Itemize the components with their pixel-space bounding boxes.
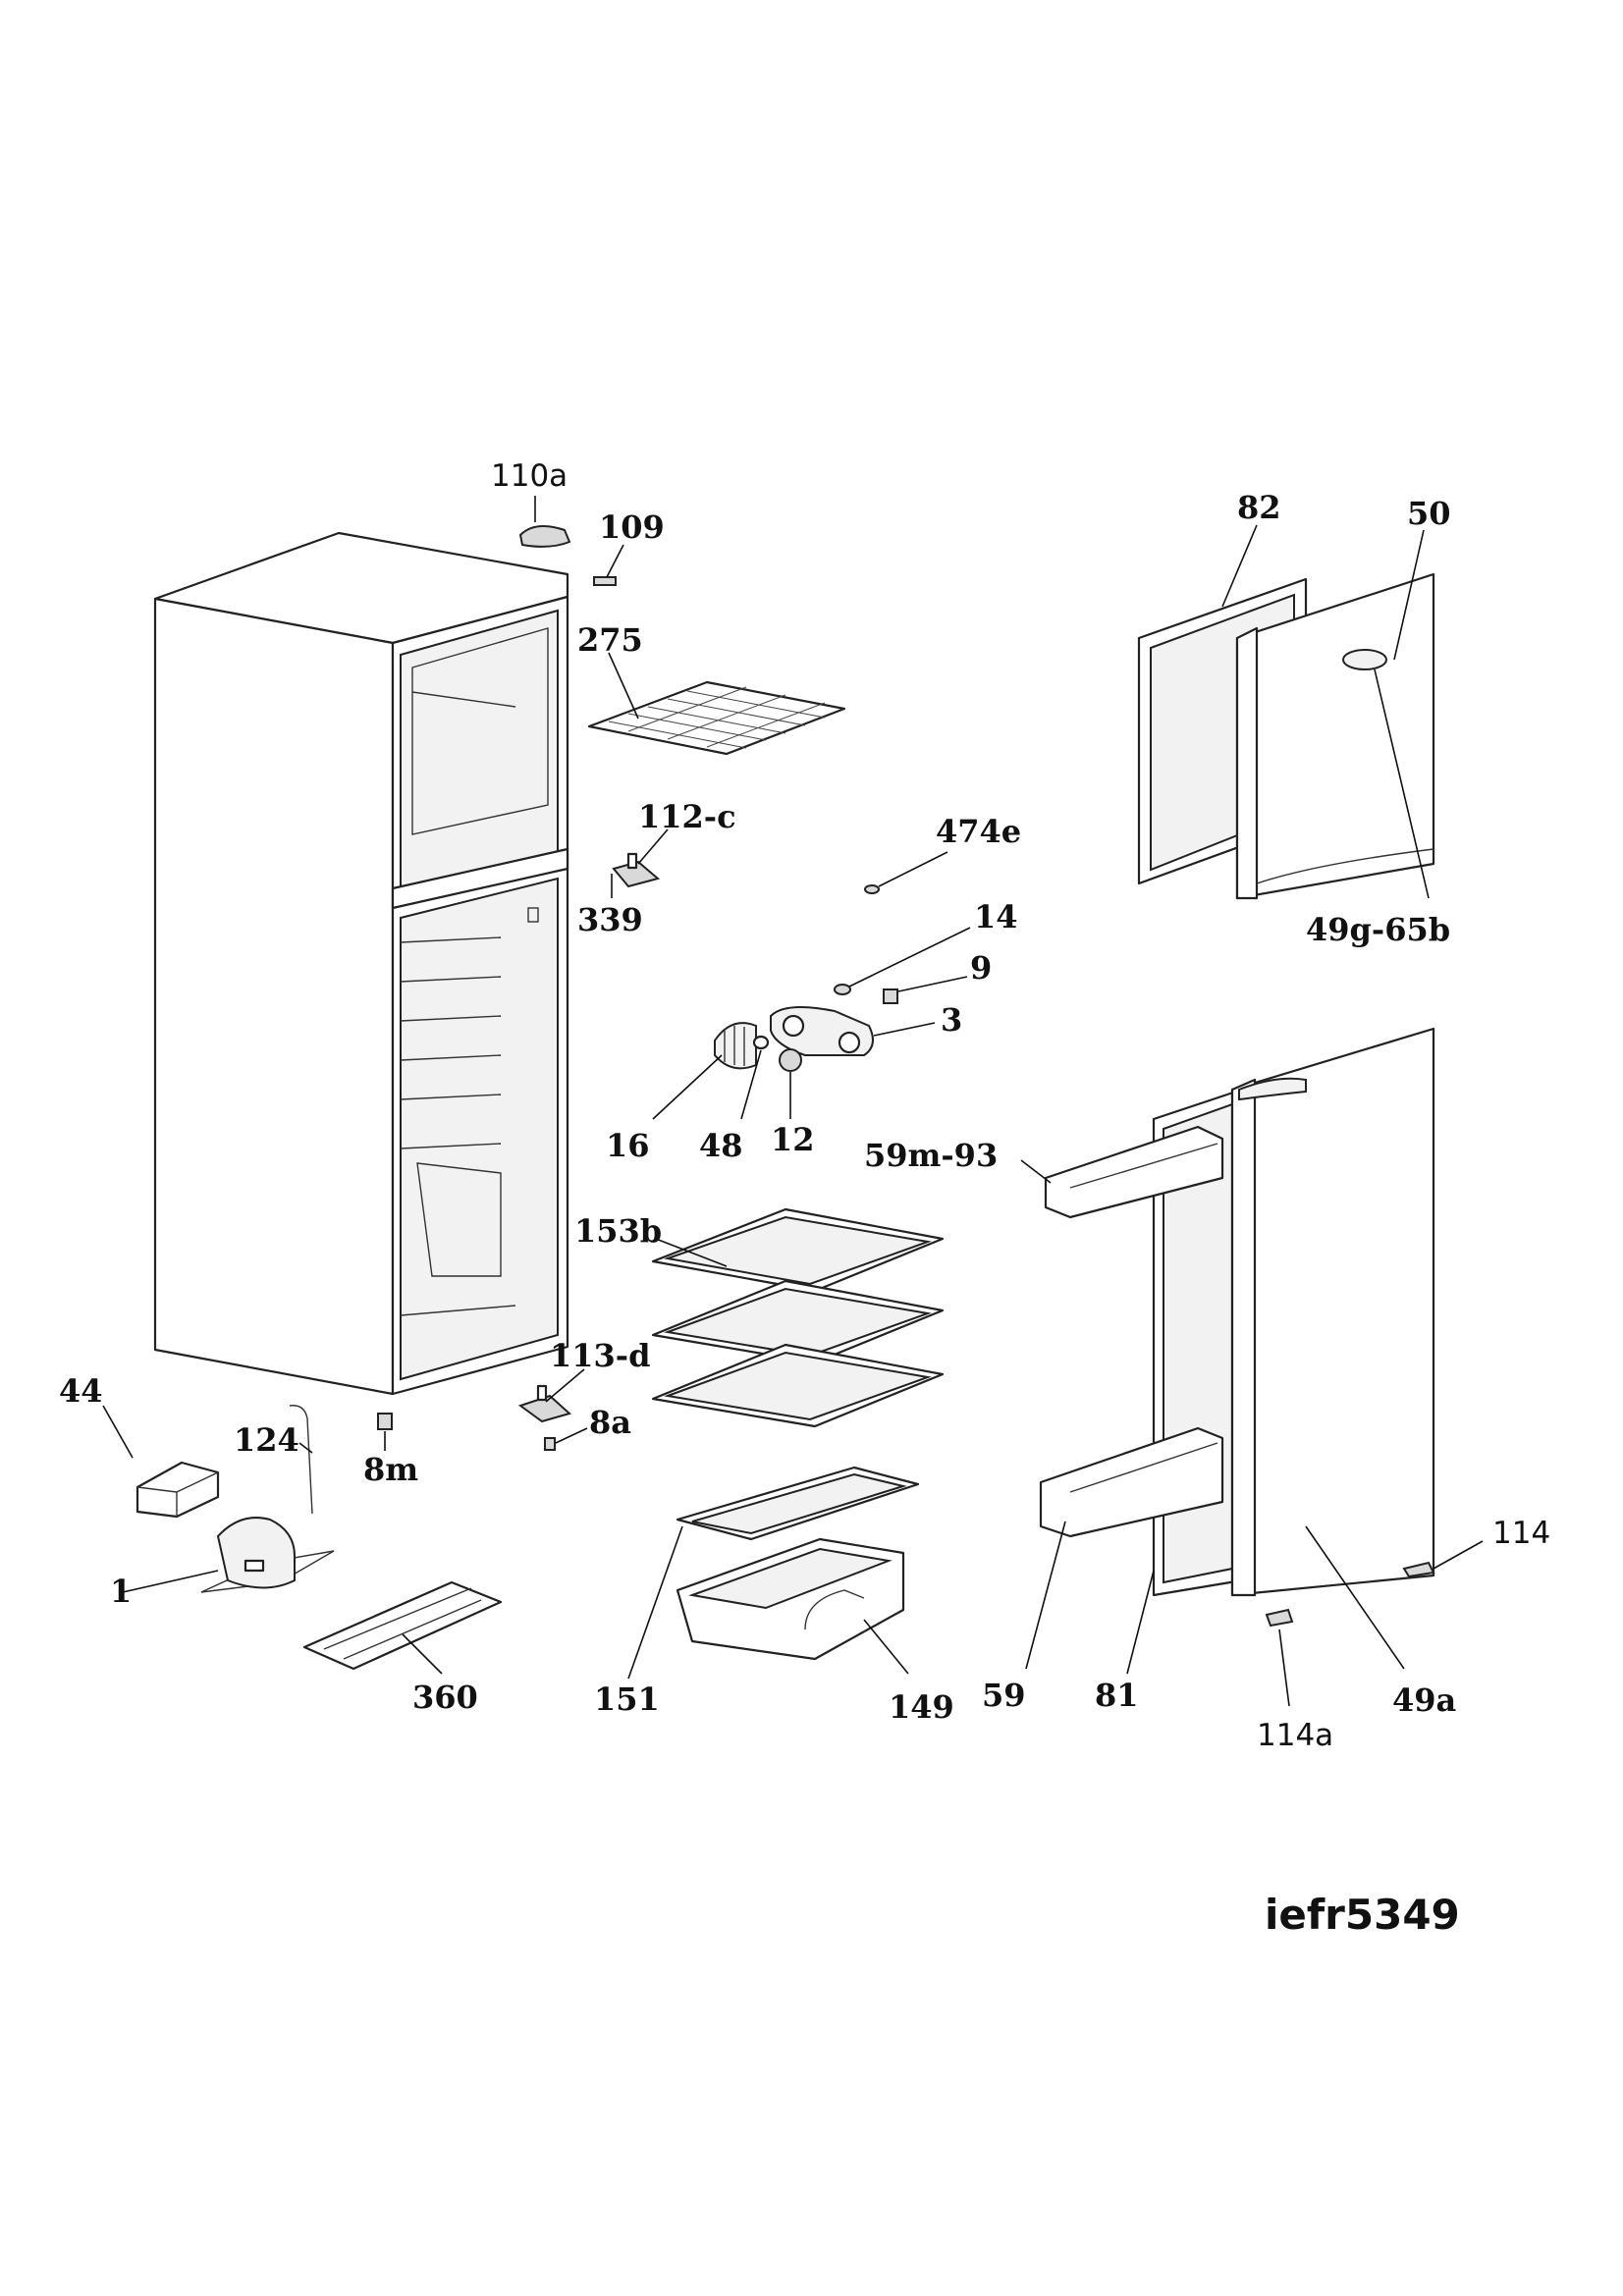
part-8a-screw: 8a xyxy=(544,1404,631,1451)
callout-8m: 8m xyxy=(363,1451,418,1488)
part-151-crisper-cover: 151 xyxy=(594,1466,920,1718)
part-153b-glass-shelves: 153b xyxy=(574,1207,945,1428)
part-109-top-hinge: 109 xyxy=(593,508,665,586)
callout-124: 124 xyxy=(234,1421,299,1459)
part-12-thermostat-knob: 12 xyxy=(771,1048,815,1158)
part-1-compressor: 1 xyxy=(110,1517,335,1610)
part-49a-fridge-door: 49a xyxy=(1230,1027,1456,1719)
callout-109: 109 xyxy=(599,508,665,546)
part-110a-cap: 110a xyxy=(491,458,571,548)
callout-49g65b: 49g-65b xyxy=(1306,911,1450,948)
callout-113d: 113-d xyxy=(550,1337,650,1374)
part-50-freezer-door: 50 49g-65b xyxy=(1235,495,1451,948)
part-149-crisper-drawer: 149 xyxy=(676,1537,954,1726)
part-113d-lower-hinge: 113-d xyxy=(517,1337,650,1423)
part-124-pipe: 124 xyxy=(234,1405,313,1515)
callout-1: 1 xyxy=(110,1573,132,1610)
fridge-cabinet xyxy=(153,531,569,1396)
callout-112c: 112-c xyxy=(638,798,736,835)
callout-8a: 8a xyxy=(589,1404,631,1441)
callout-3: 3 xyxy=(941,1001,962,1039)
callout-151: 151 xyxy=(594,1681,660,1718)
part-112c-middle-hinge: 112-c 339 xyxy=(577,798,736,938)
part-48-bulb: 48 xyxy=(699,1035,770,1164)
callout-48: 48 xyxy=(699,1127,743,1164)
part-44-relay-cover: 44 xyxy=(59,1372,220,1519)
part-59m93-door-shelf-upper: 59m-93 xyxy=(864,1125,1224,1219)
callout-114a: 114a xyxy=(1257,1718,1333,1753)
callout-12: 12 xyxy=(771,1121,815,1158)
callout-474e: 474e xyxy=(936,813,1021,850)
part-59-door-shelf-lower: 59 xyxy=(982,1426,1224,1714)
part-114-door-hinge-screw: 114 xyxy=(1402,1516,1550,1578)
callout-44: 44 xyxy=(59,1372,103,1410)
callout-275: 275 xyxy=(577,621,643,659)
callout-339: 339 xyxy=(577,901,643,938)
callout-360: 360 xyxy=(412,1679,478,1716)
callout-81: 81 xyxy=(1095,1677,1139,1714)
part-9-lamp-switch: 9 xyxy=(883,949,992,1004)
callout-149: 149 xyxy=(889,1688,954,1726)
callout-49a: 49a xyxy=(1392,1682,1456,1719)
model-code: iefr5349 xyxy=(1265,1891,1460,1939)
callout-82: 82 xyxy=(1237,489,1281,526)
callout-14: 14 xyxy=(974,898,1018,935)
part-114a-bottom-hinge: 114a xyxy=(1257,1608,1333,1753)
callout-59m93: 59m-93 xyxy=(864,1137,998,1174)
callout-153b: 153b xyxy=(574,1212,662,1250)
callout-110a: 110a xyxy=(491,458,568,494)
part-16-lamp-cover: 16 xyxy=(606,1022,757,1164)
callout-16: 16 xyxy=(606,1127,650,1164)
part-14-lamp: 14 xyxy=(834,898,1018,995)
part-360-base-plate: 360 xyxy=(302,1580,503,1716)
part-275-freezer-shelf: 275 xyxy=(577,621,846,756)
callout-9: 9 xyxy=(970,949,992,987)
callout-114: 114 xyxy=(1492,1516,1550,1551)
part-474e-clip: 474e xyxy=(864,813,1021,894)
callout-50: 50 xyxy=(1407,495,1451,532)
callout-59: 59 xyxy=(982,1677,1026,1714)
part-3-thermostat-housing: 3 xyxy=(770,1001,962,1056)
part-8m-foot: 8m xyxy=(363,1413,418,1488)
